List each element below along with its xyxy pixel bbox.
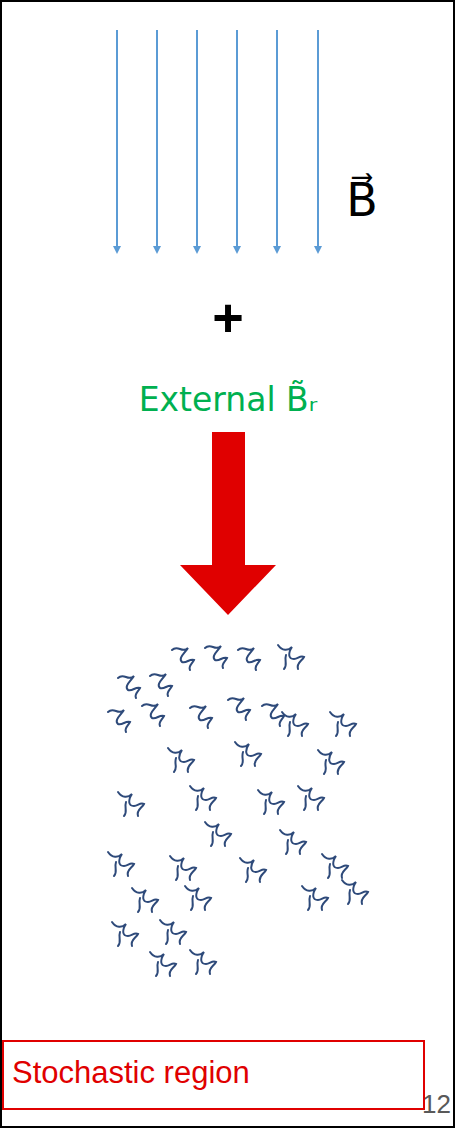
slide-number: 12 xyxy=(422,1090,451,1119)
region-box: Stochastic region xyxy=(2,1040,425,1110)
region-title: Stochastic region xyxy=(12,1056,415,1090)
stochastic-field-lines xyxy=(108,645,368,976)
perturbation-label: External B̃ᵣ xyxy=(139,382,318,418)
field-symbol: B⃗ xyxy=(346,175,378,226)
result-arrow xyxy=(180,432,276,615)
plus-sign: + xyxy=(212,288,244,347)
field-lines xyxy=(117,30,318,252)
